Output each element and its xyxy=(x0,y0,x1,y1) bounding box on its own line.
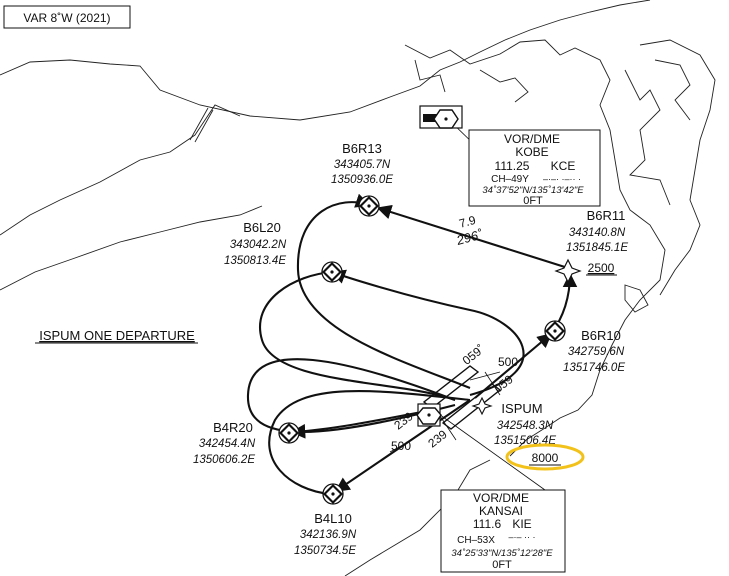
svg-text:342759.6N: 342759.6N xyxy=(568,346,625,358)
runway-alt-500-b-leader xyxy=(389,439,413,453)
svg-text:2500: 2500 xyxy=(588,261,615,275)
altitude-highlight xyxy=(505,443,585,471)
waypoint-b4l10-symbol[interactable] xyxy=(322,483,344,505)
svg-text:B4L10: B4L10 xyxy=(314,511,352,526)
waypoint-b6r13-label: B6R13 343405.7N 1350936.0E xyxy=(331,141,393,186)
waypoint-b6l20-symbol[interactable] xyxy=(321,261,343,283)
svg-text:1351845.1E: 1351845.1E xyxy=(566,242,628,254)
track-b6r11-b6r13 xyxy=(376,204,569,270)
procedure-title: ISPUM ONE DEPARTURE xyxy=(39,328,195,343)
waypoint-b4r20-symbol[interactable] xyxy=(278,422,300,444)
svg-text:8000: 8000 xyxy=(532,451,559,465)
svg-text:KOBE: KOBE xyxy=(515,145,548,159)
kobe-info-box[interactable]: VOR/DME KOBE 111.25 KCE CH–49Y –·–· ·–··… xyxy=(468,129,601,207)
waypoint-ispum-label: ISPUM 342548.3N 1351506.4E xyxy=(494,401,556,447)
svg-text:KCE: KCE xyxy=(551,159,576,173)
track-b6r10-leg xyxy=(474,333,553,399)
track-b4r20-loop xyxy=(246,358,456,433)
waypoint-b6r11-symbol[interactable] xyxy=(554,258,582,284)
track-b6r13-loop xyxy=(296,193,471,389)
svg-text:296˚: 296˚ xyxy=(454,227,485,249)
kobe-vordme-icon[interactable] xyxy=(419,105,463,129)
runway-alt-500-a: 500 xyxy=(498,355,518,369)
track-b4r20-leg xyxy=(290,408,433,439)
waypoint-b6l20-label: B6L20 343042.2N 1350813.4E xyxy=(224,220,287,267)
waypoint-b6r10-label: B6R10 342759.6N 1351746.0E xyxy=(563,328,625,374)
svg-text:–·–· ·–·· ·: –·–· ·–·· · xyxy=(543,174,581,184)
svg-text:1351746.0E: 1351746.0E xyxy=(563,362,625,374)
svg-text:ISPUM: ISPUM xyxy=(501,401,542,416)
ispum-altitude: 8000 xyxy=(529,451,561,466)
svg-text:1350936.0E: 1350936.0E xyxy=(331,174,393,186)
track-b4l10-loop xyxy=(268,390,471,496)
waypoint-b6r11-label: B6R11 343140.8N 1351845.1E 2500 xyxy=(566,208,628,276)
svg-text:1350734.5E: 1350734.5E xyxy=(294,545,356,557)
svg-text:B6R13: B6R13 xyxy=(342,141,382,156)
variation-label: VAR 8˚W (2021) xyxy=(23,11,110,25)
svg-text:342548.3N: 342548.3N xyxy=(497,420,554,432)
svg-text:KIE: KIE xyxy=(512,517,531,531)
svg-text:111.6: 111.6 xyxy=(473,517,502,531)
track-b6l20-return xyxy=(259,270,456,401)
svg-text:VOR/DME: VOR/DME xyxy=(473,491,529,505)
svg-text:343140.8N: 343140.8N xyxy=(569,227,626,239)
runway-heading-239-b: 239 xyxy=(425,427,450,451)
waypoint-ispum-symbol[interactable] xyxy=(471,396,493,416)
svg-text:34˚37'52"N/135˚13'42"E: 34˚37'52"N/135˚13'42"E xyxy=(482,185,584,196)
track-b6l20-loop xyxy=(330,269,525,397)
svg-text:VOR/DME: VOR/DME xyxy=(504,132,560,146)
svg-text:B6R11: B6R11 xyxy=(587,208,626,223)
runway-heading-239-a: 239 xyxy=(391,409,416,433)
kansai-info-box[interactable]: VOR/DME KANSAI 111.6 KIE CH–53X –·– ·· ·… xyxy=(440,489,566,573)
svg-text:KANSAI: KANSAI xyxy=(479,504,523,518)
svg-text:111.25: 111.25 xyxy=(495,159,530,173)
svg-text:1350606.2E: 1350606.2E xyxy=(193,454,255,466)
svg-text:B4R20: B4R20 xyxy=(213,420,253,435)
svg-text:B6L20: B6L20 xyxy=(243,220,281,235)
waypoint-b4r20-label: B4R20 342454.4N 1350606.2E xyxy=(193,420,256,466)
waypoint-b6r10-symbol[interactable] xyxy=(544,320,566,342)
svg-text:–·– ·· ·: –·– ·· · xyxy=(509,532,536,542)
svg-text:7.9: 7.9 xyxy=(457,213,477,231)
svg-text:34˚25'33"N/135˚12'28"E: 34˚25'33"N/135˚12'28"E xyxy=(451,548,553,559)
waypoint-b4l10-label: B4L10 342136.9N 1350734.5E xyxy=(294,511,357,557)
runway-heading-059-a: 059˚ xyxy=(460,342,488,368)
track-b4l10-leg xyxy=(334,399,471,492)
procedure-tracks xyxy=(246,193,578,496)
leg-b6r11-b6r13-label: 7.9 296˚ xyxy=(454,213,485,249)
svg-text:1350813.4E: 1350813.4E xyxy=(224,255,286,267)
svg-text:343042.2N: 343042.2N xyxy=(230,239,287,251)
svg-text:342454.4N: 342454.4N xyxy=(199,438,256,450)
variation-box: VAR 8˚W (2021) xyxy=(3,5,131,29)
svg-text:CH–53X: CH–53X xyxy=(457,535,495,546)
waypoint-b6r13-symbol[interactable] xyxy=(358,195,380,217)
svg-text:CH–49Y: CH–49Y xyxy=(491,174,529,185)
svg-text:B6R10: B6R10 xyxy=(581,328,621,343)
svg-text:0FT: 0FT xyxy=(523,195,543,207)
svg-text:0FT: 0FT xyxy=(492,559,512,571)
svg-text:343405.7N: 343405.7N xyxy=(334,159,391,171)
kansai-vordme-icon[interactable] xyxy=(416,403,442,427)
svg-text:342136.9N: 342136.9N xyxy=(300,529,357,541)
